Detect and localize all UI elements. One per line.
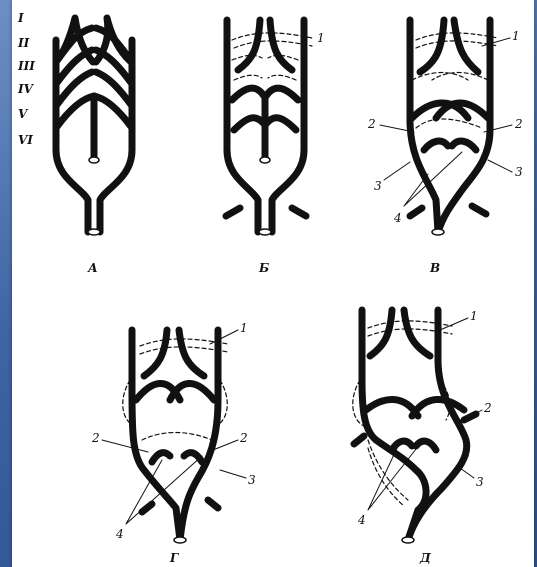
panel-a-caption: А bbox=[87, 261, 98, 275]
panel-g-label-1: 1 bbox=[240, 321, 248, 335]
panel-b-label-1: 1 bbox=[317, 31, 325, 45]
panel-d-caption: Д bbox=[419, 551, 431, 565]
panel-g-label-2b: 2 bbox=[239, 431, 248, 445]
diagram-sheet: I II III IV V VI А Б В Г Д 1 1 2 2 3 3 4… bbox=[12, 0, 534, 567]
panel-g-caption: Г bbox=[169, 551, 179, 565]
panel-b-caption: Б bbox=[258, 261, 269, 275]
panel-d-label-4: 4 bbox=[357, 513, 366, 527]
panel-v-label-2a: 2 bbox=[367, 117, 376, 131]
panel-b bbox=[226, 20, 312, 235]
arch-numeral-4: IV bbox=[17, 82, 35, 96]
panel-v-label-4: 4 bbox=[393, 211, 402, 225]
panel-a-arches bbox=[56, 18, 132, 232]
arch-numeral-1: I bbox=[17, 11, 24, 25]
arch-numeral-6: VI bbox=[18, 133, 33, 147]
panel-g-label-3: 3 bbox=[248, 473, 256, 487]
panel-v-label-3a: 3 bbox=[374, 179, 382, 193]
panel-d-label-1: 1 bbox=[470, 309, 478, 323]
panel-g-label-2a: 2 bbox=[91, 431, 100, 445]
panel-d bbox=[353, 310, 482, 543]
arch-numeral-2: II bbox=[17, 36, 30, 50]
panel-v-caption: В bbox=[429, 261, 440, 275]
panel-v bbox=[380, 20, 512, 235]
panel-d-label-2: 2 bbox=[483, 401, 492, 415]
aortic-arches-diagram: I II III IV V VI А Б В Г Д 1 1 2 2 3 3 4… bbox=[12, 0, 534, 567]
panel-g-label-4: 4 bbox=[115, 527, 124, 541]
panel-v-label-2b: 2 bbox=[514, 117, 523, 131]
panel-v-label-3b: 3 bbox=[515, 165, 523, 179]
panel-d-label-3: 3 bbox=[476, 475, 484, 489]
panel-g bbox=[102, 330, 246, 543]
panel-v-label-1: 1 bbox=[512, 29, 520, 43]
panel-a bbox=[56, 18, 132, 235]
arch-numeral-5: V bbox=[18, 107, 29, 121]
arch-numeral-3: III bbox=[17, 59, 35, 73]
